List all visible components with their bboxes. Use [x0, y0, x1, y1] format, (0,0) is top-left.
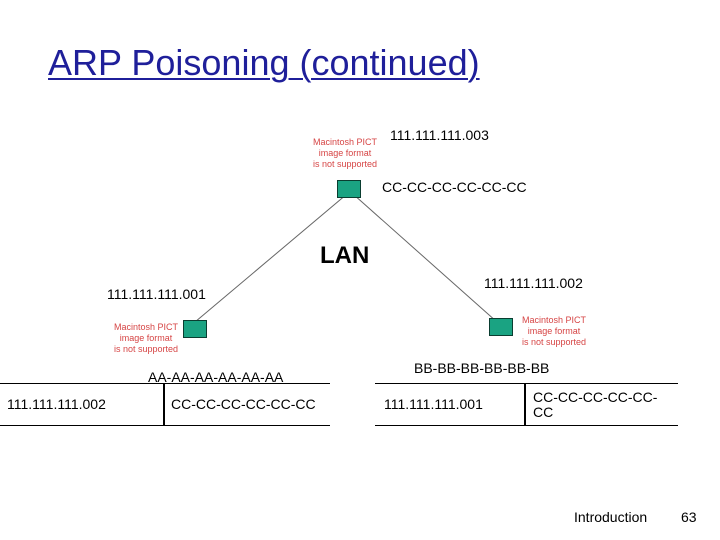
lan-label: LAN [320, 242, 370, 269]
pict-line-1: Macintosh PICT [521, 315, 587, 325]
footer-section: Introduction [574, 509, 648, 525]
right-arp-mac-line-2: CC [533, 403, 554, 420]
left-arp-table: 111.111.111.002 CC-CC-CC-CC-CC-CC [0, 383, 330, 426]
pict-line-3: is not supported [312, 159, 378, 169]
pict-line-1: Macintosh PICT [312, 137, 378, 147]
right-arp-mac: CC-CC-CC-CC-CC- CC [533, 384, 657, 425]
link-top-right [352, 193, 498, 323]
link-top-left [194, 193, 348, 323]
right-arp-mac-line-1: CC-CC-CC-CC-CC- [533, 388, 658, 405]
top-node-mac: CC-CC-CC-CC-CC-CC [382, 179, 527, 195]
right-node-mac: BB-BB-BB-BB-BB-BB [414, 360, 550, 376]
pict-line-1: Macintosh PICT [113, 322, 179, 332]
pict-line-2: image format [527, 326, 581, 336]
left-node-ip: 111.111.111.001 [107, 286, 206, 302]
right-arp-ip: 111.111.111.001 [384, 396, 483, 412]
top-host-icon [337, 180, 361, 198]
pict-placeholder-right: Macintosh PICT image format is not suppo… [514, 315, 594, 348]
pict-placeholder-left: Macintosh PICT image format is not suppo… [106, 322, 186, 355]
left-arp-ip: 111.111.111.002 [7, 396, 106, 412]
right-node-ip: 111.111.111.002 [484, 275, 583, 291]
left-node-mac: AA-AA-AA-AA-AA-AA [148, 369, 284, 385]
top-node-ip: 111.111.111.003 [390, 127, 489, 143]
right-arp-table: 111.111.111.001 CC-CC-CC-CC-CC- CC [375, 383, 678, 426]
pict-placeholder-top: Macintosh PICT image format is not suppo… [305, 137, 385, 170]
pict-line-3: is not supported [521, 337, 587, 347]
right-arp-divider [524, 384, 526, 425]
pict-line-2: image format [318, 148, 372, 158]
page-number: 63 [681, 509, 697, 525]
pict-line-2: image format [119, 333, 173, 343]
left-host-icon [183, 320, 207, 338]
slide-title: ARP Poisoning (continued) [48, 42, 480, 83]
left-arp-mac: CC-CC-CC-CC-CC-CC [171, 396, 316, 412]
right-host-icon [489, 318, 513, 336]
pict-line-3: is not supported [113, 344, 179, 354]
left-arp-divider [163, 384, 165, 425]
